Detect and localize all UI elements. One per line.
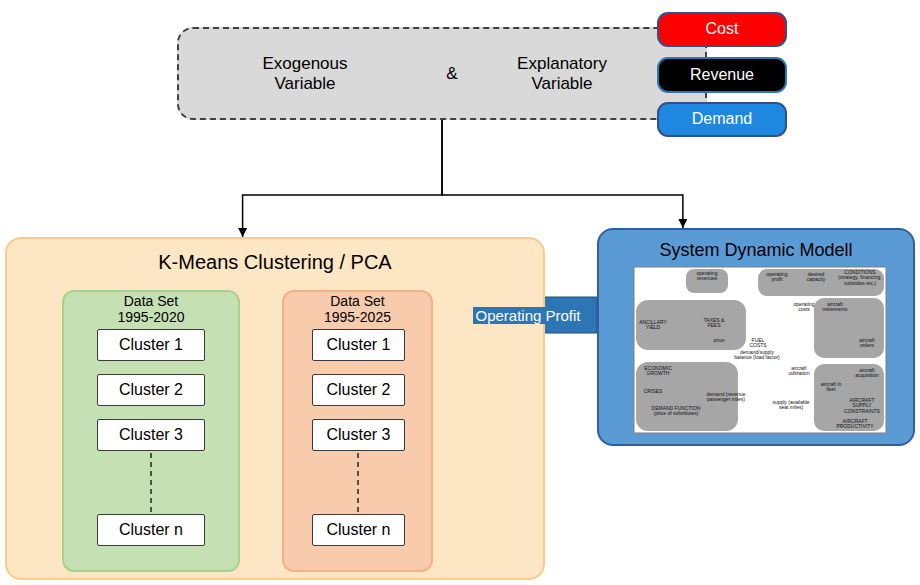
flow-arrow xyxy=(243,120,442,237)
cluster-box: Cluster 3 xyxy=(312,419,405,451)
causal-loop-illustration xyxy=(634,267,886,433)
clustering-panel: Cluster 1 Cluster 2 Cluster 3 Cluster n Data… xyxy=(5,237,545,580)
box-title: System Dynamic Modell xyxy=(599,230,913,261)
box-label: Cluster n xyxy=(320,521,396,539)
demand-pill: Demand xyxy=(657,102,787,137)
box-title: Exogenous Variable xyxy=(250,54,360,93)
dataset-box: Cluster 1 Cluster 2 Cluster 3 Cluster n Data… xyxy=(62,290,240,572)
revenue-pill: Revenue xyxy=(657,57,787,93)
box-label: Cluster 3 xyxy=(113,426,189,444)
cost-pill: Cost xyxy=(657,12,787,47)
box-title: K-Means Clustering / PCA xyxy=(7,239,543,274)
cluster-box: Cluster n xyxy=(312,514,405,546)
input-variables-box: Exogenous Variable & Explanatory Variable xyxy=(177,27,707,120)
box-title: & xyxy=(446,64,457,84)
model-panel: System Dynamic Modell xyxy=(597,228,915,446)
cluster-box: Cluster 2 xyxy=(97,374,205,406)
box-label: Cost xyxy=(700,20,745,38)
box-label: Revenue xyxy=(684,66,760,84)
cluster-box: Cluster 1 xyxy=(97,329,205,361)
box-label: Cluster 1 xyxy=(113,336,189,354)
box-label: Cluster 3 xyxy=(320,426,396,444)
arrow-label: Operating Profit xyxy=(473,307,582,324)
cluster-box: Cluster n xyxy=(97,514,205,546)
box-label: Cluster 2 xyxy=(113,381,189,399)
box-title: Data Set 1995-2020 xyxy=(109,292,193,325)
box-title: Explanatory Variable xyxy=(507,54,617,93)
box-label: Cluster 1 xyxy=(320,336,396,354)
flow-arrow xyxy=(442,120,683,228)
box-label: Demand xyxy=(686,110,758,128)
box-label: Cluster 2 xyxy=(320,381,396,399)
dataset-box: Cluster 1 Cluster 2 Cluster 3 Cluster n Data… xyxy=(282,290,433,572)
cluster-box: Cluster 2 xyxy=(312,374,405,406)
cluster-box: Cluster 1 xyxy=(312,329,405,361)
ellipsis-line xyxy=(150,453,152,512)
cluster-box: Cluster 3 xyxy=(97,419,205,451)
ellipsis-line xyxy=(357,453,359,512)
box-title: Data Set 1995-2025 xyxy=(316,292,400,325)
box-label: Cluster n xyxy=(113,521,189,539)
